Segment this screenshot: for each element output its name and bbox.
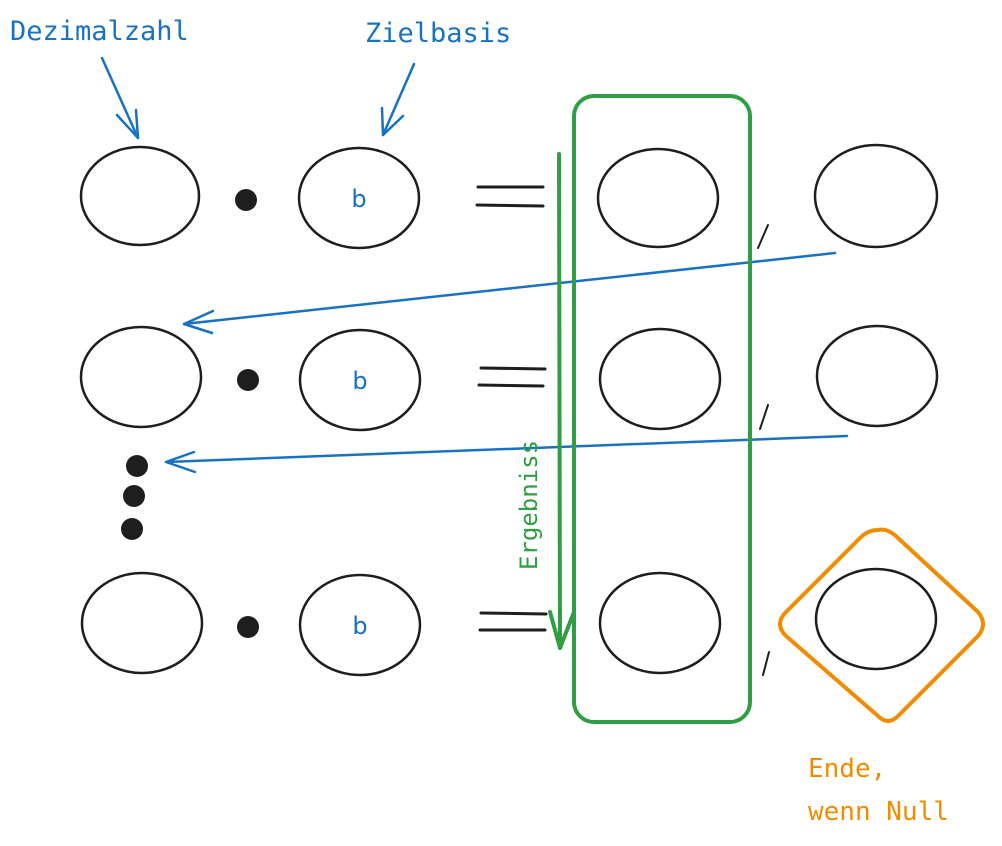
row-2-dividend-node <box>79 325 203 429</box>
row-3-equals-top <box>479 611 548 616</box>
termination-diamond <box>778 527 985 723</box>
label-end-line2: wenn Null <box>808 797 949 827</box>
row-2-base-symbol: b <box>352 367 367 395</box>
decimal-number-pointer-arrow <box>100 56 140 140</box>
row-1-base-node <box>297 146 421 250</box>
row-2: b <box>79 324 939 432</box>
row-1: b <box>79 143 939 250</box>
row-3-base-node <box>298 573 422 677</box>
row-3-multiply-dot <box>237 616 259 638</box>
row-1-quotient-node <box>596 147 720 249</box>
row-3: b <box>80 567 938 677</box>
result-read-arrow <box>548 152 576 650</box>
row-1-remainder-separator <box>757 224 769 249</box>
row-1-dividend-node <box>79 145 201 247</box>
row-2-equals-bottom <box>477 383 545 388</box>
result-column-box <box>572 94 752 724</box>
row-2-remainder-node <box>815 324 939 428</box>
row-3-remainder-separator <box>762 651 770 676</box>
feedback-arrow-row1-to-row2 <box>182 251 837 335</box>
row-1-multiply-dot <box>235 189 257 211</box>
row-3-base-symbol: b <box>352 612 367 640</box>
row-1-remainder-node <box>813 143 939 249</box>
row-2-multiply-dot <box>237 369 259 391</box>
row-2-equals-top <box>479 366 547 371</box>
label-result: Ergebniss <box>515 440 543 570</box>
row-2-base-node <box>298 328 422 432</box>
feedback-arrow-row2-to-ellipsis <box>164 434 849 474</box>
label-target-base: Zielbasis <box>365 18 511 49</box>
row-1-equals-bottom <box>475 203 545 208</box>
row-3-quotient-node <box>598 571 722 675</box>
label-decimal-number: Dezimalzahl <box>10 16 189 47</box>
row-3-remainder-node <box>814 567 938 671</box>
row-1-base-symbol: b <box>351 185 366 213</box>
ellipsis-dots <box>121 455 148 540</box>
label-end-line1: Ende, <box>808 754 886 784</box>
row-2-quotient-node <box>598 327 722 431</box>
row-2-remainder-separator <box>759 404 769 430</box>
target-base-pointer-arrow <box>380 62 416 137</box>
row-3-dividend-node <box>80 571 204 675</box>
